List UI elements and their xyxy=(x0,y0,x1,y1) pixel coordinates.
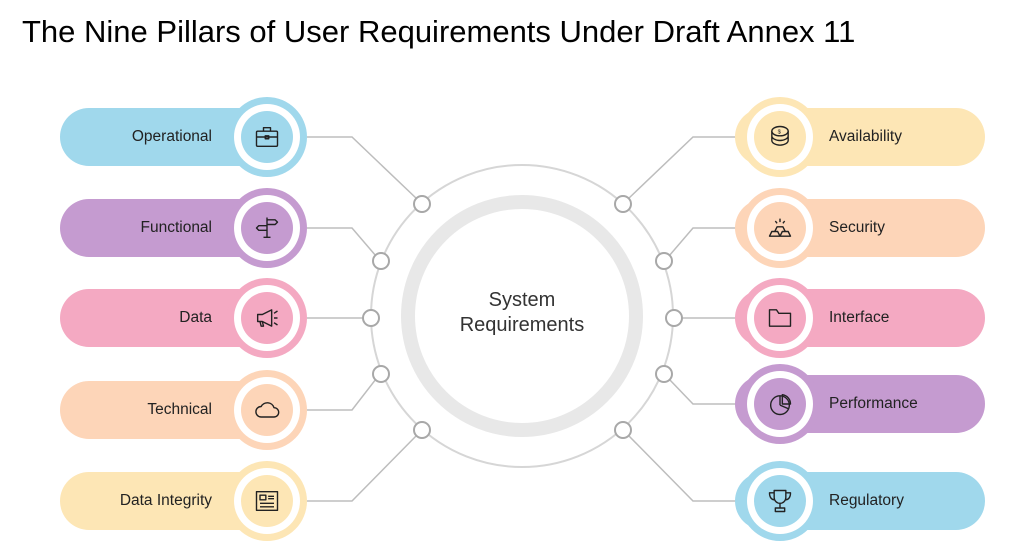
pillar-icon-badge xyxy=(227,370,307,450)
connector-line xyxy=(668,227,738,257)
briefcase-icon xyxy=(241,111,293,163)
pie-chart-icon xyxy=(754,378,806,430)
connector-node xyxy=(655,365,673,383)
page-title: The Nine Pillars of User Requirements Un… xyxy=(22,14,856,49)
center-label-line1: System xyxy=(488,289,556,311)
center-label: System Requirements xyxy=(422,288,622,338)
connector-node xyxy=(665,309,683,327)
signpost-icon xyxy=(241,202,293,254)
connector-line xyxy=(307,378,377,411)
newspaper-icon xyxy=(241,475,293,527)
connector-node xyxy=(362,309,380,327)
center-label-line2: Requirements xyxy=(459,314,585,336)
connector-line xyxy=(668,378,738,405)
pillar-icon-badge xyxy=(740,364,820,444)
connector-line xyxy=(307,434,418,502)
gold-bars-icon xyxy=(754,202,806,254)
connector-node xyxy=(413,195,431,213)
pillar-icon-badge xyxy=(227,97,307,177)
pillar-label: Security xyxy=(829,219,885,236)
connector-node xyxy=(372,365,390,383)
svg-text:$: $ xyxy=(778,130,782,136)
pillar-icon-badge: $ xyxy=(740,97,820,177)
center-ring xyxy=(401,195,643,437)
pillar-label: Regulatory xyxy=(829,492,904,509)
connector-node xyxy=(614,195,632,213)
megaphone-icon xyxy=(241,292,293,344)
folder-icon xyxy=(754,292,806,344)
coins-icon: $ xyxy=(754,111,806,163)
trophy-icon xyxy=(754,475,806,527)
connector-node xyxy=(614,421,632,439)
pillar-label: Data Integrity xyxy=(119,492,212,509)
pillar-label: Availability xyxy=(829,128,902,145)
pillar-icon-badge xyxy=(740,188,820,268)
connector-line xyxy=(307,136,418,200)
cloud-icon xyxy=(241,384,293,436)
pillar-label: Data xyxy=(179,309,212,326)
connector-node xyxy=(413,421,431,439)
pillar-icon-badge xyxy=(227,461,307,541)
pillar-icon-badge xyxy=(740,278,820,358)
pillar-label: Technical xyxy=(147,401,212,418)
connector-line xyxy=(627,434,738,502)
connector-node xyxy=(372,252,390,270)
pillar-label: Interface xyxy=(829,309,890,326)
connector-line xyxy=(627,136,738,200)
pillar-icon-badge xyxy=(227,278,307,358)
pillar-icon-badge xyxy=(740,461,820,541)
pillar-label: Functional xyxy=(140,219,212,236)
pillar-icon-badge xyxy=(227,188,307,268)
connector-line xyxy=(307,227,377,257)
connector-node xyxy=(655,252,673,270)
pillar-label: Performance xyxy=(829,395,918,412)
pillar-label: Operational xyxy=(131,128,212,145)
